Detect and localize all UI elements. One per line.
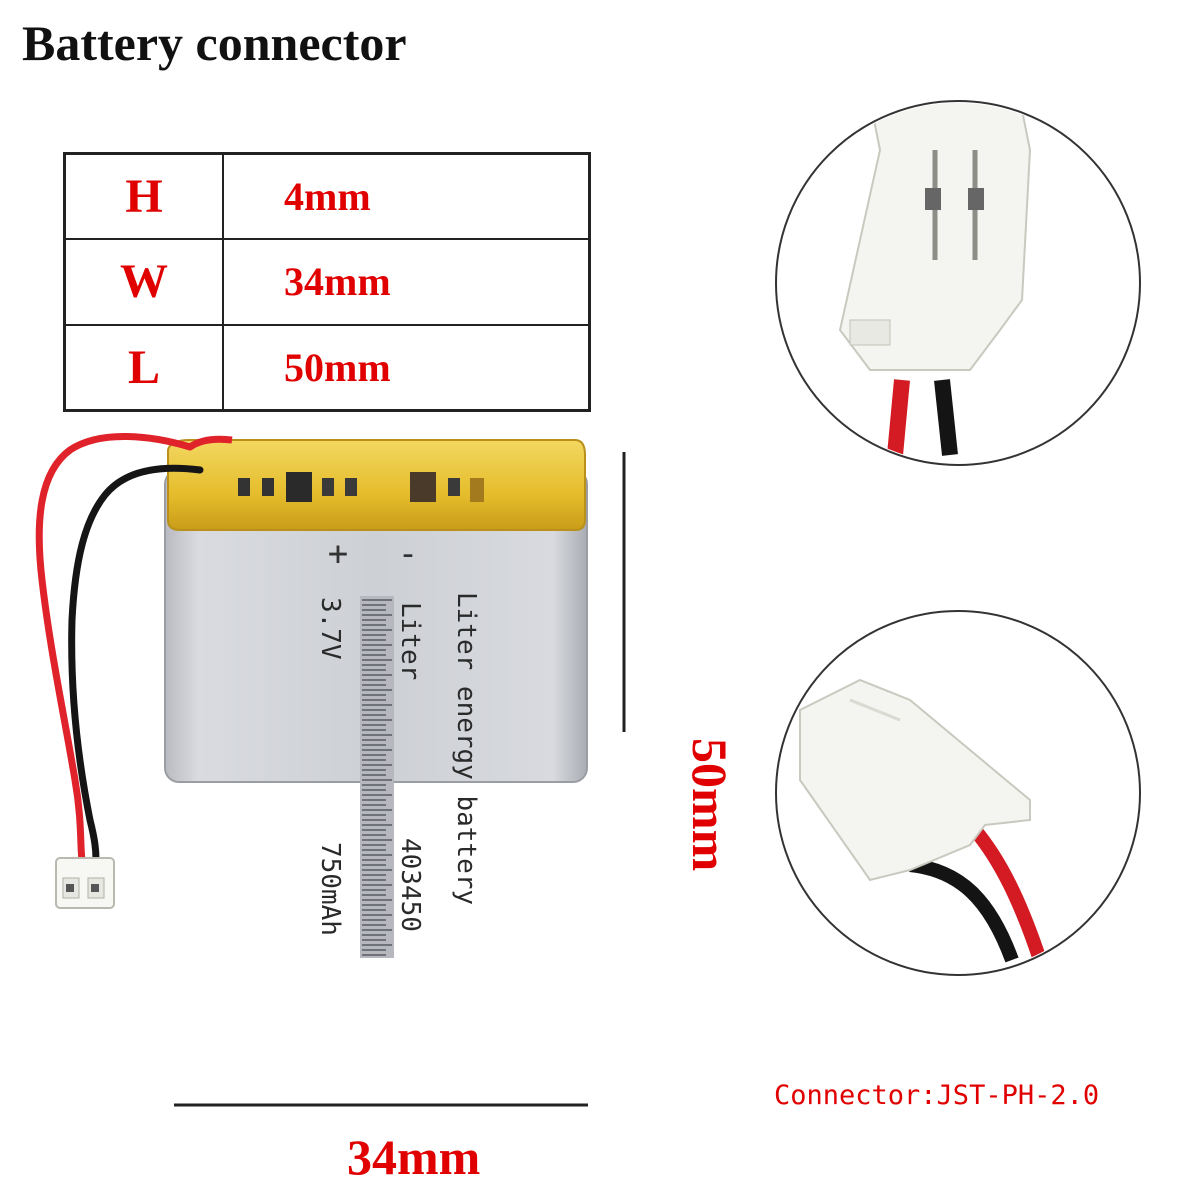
table-row: L 50mm	[63, 323, 591, 412]
cell-label-line3: 403450	[395, 838, 425, 932]
small-connector	[55, 857, 115, 909]
terminal-plus: +	[328, 534, 348, 574]
dimension-value-length: 50mm	[222, 323, 591, 412]
dimensions-table: H 4mm W 34mm L 50mm	[63, 152, 591, 412]
barcode-strip	[360, 596, 394, 958]
wire-black	[68, 464, 204, 864]
protection-tape	[167, 439, 586, 531]
terminal-minus: -	[398, 534, 418, 574]
dimension-key-length: L	[63, 323, 224, 412]
connector-detail-top	[775, 100, 1141, 466]
cell-label-line1: Liter energy battery	[451, 592, 481, 905]
connector-detail-bottom	[775, 610, 1141, 976]
table-row: W 34mm	[63, 238, 591, 326]
cell-label-line2: Liter	[395, 602, 425, 680]
connector-type-label: Connector:JST-PH-2.0	[774, 1080, 1100, 1111]
length-dimension-label: 50mm	[682, 738, 738, 872]
wire-red	[35, 433, 194, 864]
width-dimension-label: 34mm	[347, 1129, 481, 1185]
table-row: H 4mm	[63, 152, 591, 241]
cell-label-line4: 3.7V	[315, 597, 345, 660]
dimension-key-height: H	[63, 152, 224, 241]
dimension-value-width: 34mm	[222, 238, 591, 326]
cell-label-line5: 750mAh	[315, 842, 345, 936]
page-title: Battery connector	[22, 15, 407, 71]
wire-red-segment	[187, 435, 233, 450]
dimension-key-width: W	[63, 238, 224, 326]
pcb-components	[238, 472, 484, 502]
dimension-value-height: 4mm	[222, 152, 591, 241]
